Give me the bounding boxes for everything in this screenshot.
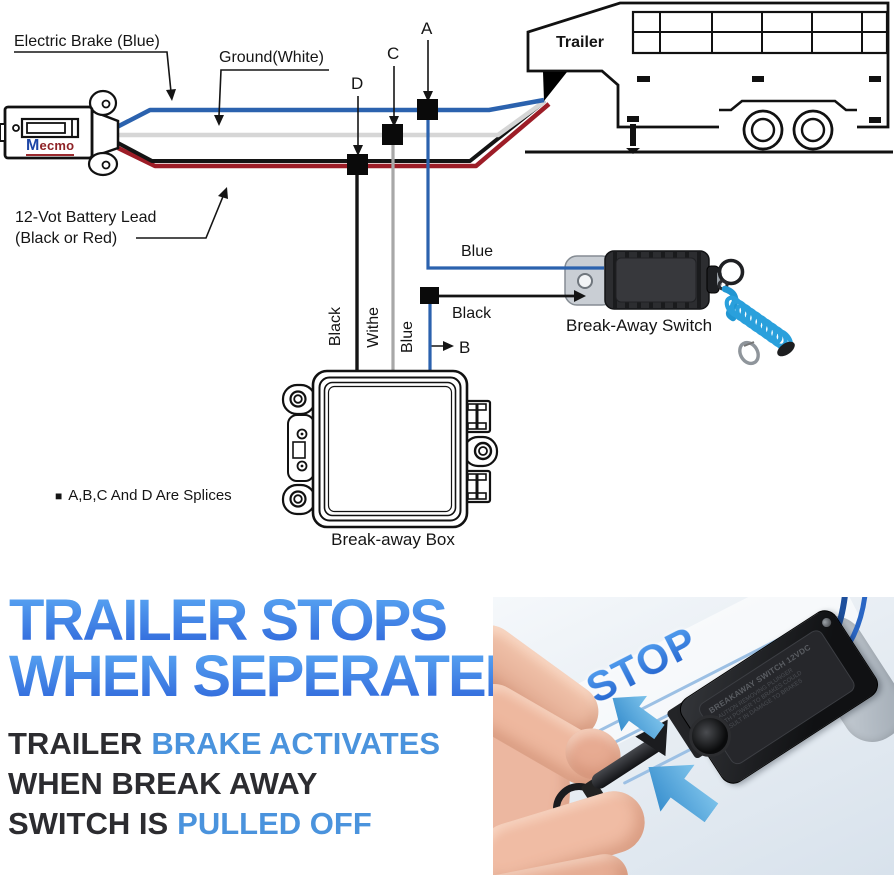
blue-feed-label: Blue [461,243,494,260]
vertical-blue-label: Blue [399,321,416,354]
ground-arrowhead [214,115,224,126]
splices-note: ■ A,B,C And D Are Splices [55,487,232,504]
trailer-fender [719,99,857,112]
splice-a [417,99,438,120]
splice-b-pointer [429,304,443,347]
trailer-plug-connector [0,89,120,177]
connector-tab-top-hole [101,99,111,109]
lanyard-coil [724,295,794,352]
box-ear-top-left-hole-inner [293,394,303,404]
splice-d-arrowhead [353,145,363,156]
key-ring [717,258,745,286]
connector-pin-hole [12,124,20,132]
box-shell-2 [318,376,462,522]
ground-leader [218,69,329,117]
trailer-window-grid [633,12,887,53]
connector-nose [90,109,120,159]
photo-switch-socket [689,715,731,757]
lanyard-end-cap [777,341,795,357]
fender-eraser [719,103,857,129]
battery-label-line2: (Black or Red) [15,230,118,247]
subtext-line1-dark: TRAILER [8,726,143,761]
mecmo-logo-prefix: M [26,137,40,154]
splice-a-letter: A [421,19,433,38]
splice-c [382,124,403,145]
subtext-line3-dark: SWITCH IS [8,806,169,841]
electric-brake-blue-wire [115,97,545,130]
ground-white-wire [117,99,547,138]
electric-brake-label: Electric Brake (Blue) [14,33,160,50]
mecmo-logo-suffix: ecmo [39,138,75,153]
splice-c-letter: C [387,44,400,63]
box-shell-3 [323,381,457,517]
callout-leaders [14,40,454,351]
subtext-line2: WHEN BREAK AWAY [8,766,318,801]
breakaway-switch-art [604,250,795,366]
box-left-widget-tab [292,441,306,459]
splice-d-letter: D [351,74,364,93]
wheel-left-hub [750,117,776,143]
splice-a-arrowhead [423,91,433,102]
black-feed-arrowhead [574,290,586,302]
breakaway-box [281,369,499,529]
electric-brake-arrowhead [166,89,176,101]
battery-arrowhead [218,187,228,199]
wiring-diagram [0,1,893,529]
splice-c-arrowhead [389,116,399,127]
splice-d [347,154,368,175]
jack-leg [630,124,636,146]
trailer-label: Trailer [556,34,605,51]
battery-label-line1: 12-Vot Battery Lead [15,209,157,226]
connector-slot-inner [26,122,66,134]
wheel-right-hub [800,117,826,143]
vertical-black-label: Black [327,307,344,347]
battery-black-wire [117,99,547,163]
trailer-frame-markers [627,76,881,123]
black-feed-label: Black [452,305,492,322]
subtext-line1-blue: BRAKE ACTIVATES [151,726,441,761]
box-right-clip-bottom [462,469,492,504]
drop-wires [355,118,604,372]
box-ear-right-hole-inner [478,446,488,456]
subtext-line3-blue: PULLED OFF [177,806,372,841]
note-square-icon: ■ [55,489,63,503]
breakaway-switch-label: Break-Away Switch [566,316,713,335]
trailer-illustration [525,1,893,154]
box-right-clip-top [462,399,492,434]
photo-switch-screw [820,616,833,629]
harness-wires [115,97,551,169]
box-ear-bottom-left-hole-inner [293,494,303,504]
product-photo: STOP BREAKAWAY SWITCH 12VDC CAUTION REMO… [493,597,894,875]
vertical-white-label: Withe [365,307,382,348]
blue-feed-wire [426,118,604,270]
gooseneck-wedge [543,72,567,101]
box-left-widget-dot1 [300,432,304,436]
headline-line1: TRAILER STOPS [9,588,448,653]
splice-b [420,287,439,304]
carabiner [738,340,760,366]
box-shell-4 [327,385,453,513]
electric-brake-leader [14,51,172,93]
mecmo-logo: Mecmo [26,137,75,156]
ground-label: Ground(White) [219,49,324,66]
splice-b-arrowhead [443,341,454,351]
switch-bracket-hole [577,273,593,289]
box-left-widget-dot2 [300,464,304,468]
box-shell-outer [311,369,469,529]
connector-tab-bottom-hole [101,160,111,170]
headline-line2: WHEN SEPERATED [9,644,527,709]
note-text: A,B,C And D Are Splices [68,487,232,504]
splice-b-letter: B [459,338,471,357]
breakaway-box-label: Break-away Box [331,530,455,549]
splices [347,99,439,304]
carabiner-gate [743,341,755,347]
connector-left-notch [0,123,6,142]
battery-red-wire [117,102,551,169]
battery-leader [136,193,225,239]
switch-body-panel [615,257,697,303]
